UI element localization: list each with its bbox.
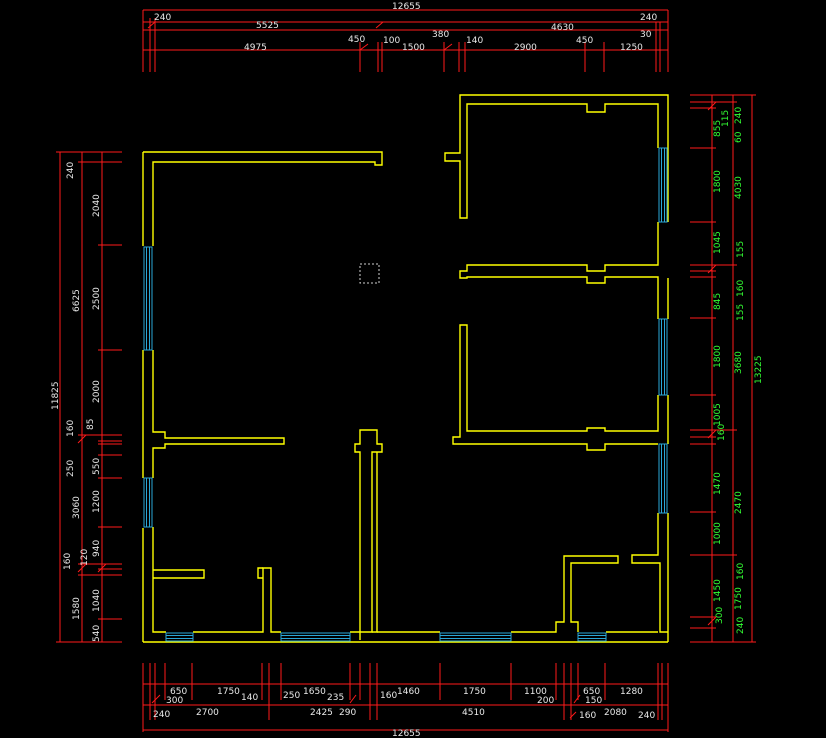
right-dim-240-b: 240 [736,617,746,634]
left-dim-2500: 2500 [92,287,102,310]
left-dim-540: 540 [92,625,102,642]
top-dim-100: 100 [383,36,400,46]
window-right-upper [658,147,668,223]
bottom-dim-250: 250 [283,691,300,701]
left-dim-3060: 3060 [72,496,82,519]
top-dim-2900: 2900 [514,43,537,53]
right-dimensions: 13225 4030 3680 2470 1750 855 115 240 60… [690,94,764,643]
bottom-dim-2080: 2080 [604,708,627,718]
right-dim-1470: 1470 [713,472,723,495]
right-dim-60: 60 [734,131,744,143]
top-dim-5525: 5525 [256,21,279,31]
window-bottom-2 [280,632,351,642]
right-dim-1045: 1045 [713,231,723,254]
right-dim-1800-a: 1800 [713,170,723,193]
bottom-dim-1750-a: 1750 [217,687,240,697]
right-dim-1450: 1450 [713,579,723,602]
window-bottom-3 [439,632,512,642]
window-right-lower [658,443,668,514]
right-dim-2470: 2470 [734,491,744,514]
bottom-overall: 12655 [392,729,421,738]
left-dim-240: 240 [66,162,76,179]
left-dim-2040: 2040 [92,194,102,217]
top-overall: 12655 [392,2,421,12]
left-dim-6625: 6625 [72,289,82,312]
bottom-dim-1750-b: 1750 [463,687,486,697]
bottom-dim-650-b: 650 [583,687,600,697]
left-dim-1200: 1200 [92,490,102,513]
left-dim-250: 250 [66,460,76,477]
bottom-dim-4510: 4510 [462,708,485,718]
left-dim-120: 120 [80,549,90,566]
top-dim-1250: 1250 [620,43,643,53]
right-dim-1750: 1750 [734,587,744,610]
top-dimensions: 12655 240 5525 4630 240 4975 450 100 150… [142,2,669,72]
bottom-dim-300: 300 [166,696,183,706]
right-dim-3680: 3680 [734,351,744,374]
bottom-dim-1460: 1460 [397,687,420,697]
window-left-lower [143,477,153,528]
top-dim-30: 30 [640,30,652,40]
right-dim-240-a: 240 [734,107,744,124]
right-dim-160-a: 160 [736,280,746,297]
right-dim-4030: 4030 [734,176,744,199]
top-dim-450-b: 450 [576,36,593,46]
top-dim-1500: 1500 [402,43,425,53]
right-dim-160-c: 160 [736,563,746,580]
left-dim-940: 940 [92,540,102,557]
bottom-dim-200: 200 [537,696,554,706]
bottom-dim-240-right: 240 [638,711,655,721]
right-dim-1000: 1000 [713,522,723,545]
top-dim-380: 380 [432,30,449,40]
bottom-dim-160-a: 160 [380,691,397,701]
left-dim-550: 550 [92,458,102,475]
window-bottom-4 [577,632,607,642]
top-dim-240-right: 240 [640,13,657,23]
right-dim-160-b: 160 [717,424,727,441]
left-dim-1040: 1040 [92,589,102,612]
window-bottom-1 [165,632,194,642]
right-dim-855: 855 [713,120,723,137]
walls [142,94,669,643]
right-dim-155-a: 155 [736,241,746,258]
top-dim-4630: 4630 [551,23,574,33]
top-dim-140: 140 [466,36,483,46]
bottom-dim-140: 140 [241,693,258,703]
left-dimensions: 11825 6625 3060 1580 240 2040 2500 2000 … [51,151,122,643]
left-overall: 11825 [51,381,61,410]
bottom-dim-2425: 2425 [310,708,333,718]
right-dim-845: 845 [713,293,723,310]
bottom-dim-1650: 1650 [303,687,326,697]
window-right-middle [658,318,668,396]
top-dim-450-a: 450 [348,35,365,45]
bottom-dim-290: 290 [339,708,356,718]
right-dim-1800-b: 1800 [713,345,723,368]
left-dim-160-b: 160 [63,553,73,570]
bottom-dim-240-left: 240 [153,710,170,720]
window-left-upper [143,246,153,351]
right-dim-1005: 1005 [713,403,723,426]
top-dim-4975: 4975 [244,43,267,53]
right-dim-155-b: 155 [736,304,746,321]
top-dim-240-left: 240 [154,13,171,23]
bottom-dim-2700: 2700 [196,708,219,718]
bottom-dim-235: 235 [327,693,344,703]
windows [143,147,668,642]
left-dim-85: 85 [86,419,96,430]
bottom-dim-650-a: 650 [170,687,187,697]
right-dim-300: 300 [715,607,725,624]
column-marker [359,263,380,284]
left-dim-1580: 1580 [72,597,82,620]
bottom-dim-1100: 1100 [524,687,547,697]
bottom-dim-160-b: 160 [579,711,596,721]
left-dim-160-a: 160 [66,420,76,437]
right-dim-115: 115 [721,110,731,127]
bottom-dim-1280: 1280 [620,687,643,697]
left-dim-2000: 2000 [92,380,102,403]
bottom-dimensions: 650 300 1750 140 250 1650 235 160 1460 1… [142,663,669,738]
right-overall: 13225 [754,355,764,384]
bottom-dim-150: 150 [585,696,602,706]
